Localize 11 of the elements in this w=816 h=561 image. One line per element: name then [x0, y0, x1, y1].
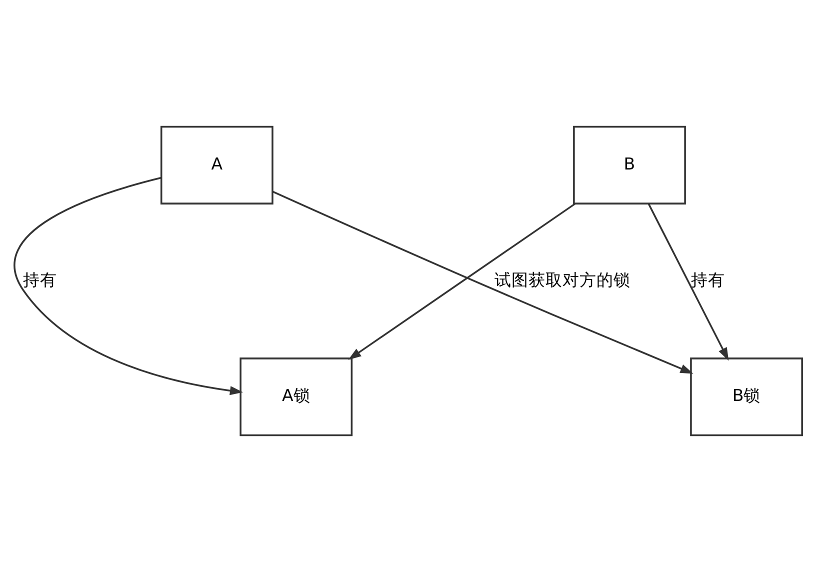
arrow [648, 202, 729, 360]
node-box: B锁 [690, 357, 803, 436]
edge-label: 持有 [23, 270, 58, 289]
edge-label: 试图获取对方的锁 [494, 270, 631, 289]
node-box: A锁 [240, 357, 353, 436]
node-box: B [573, 125, 686, 204]
node-box: A [160, 125, 274, 204]
arrow [272, 190, 694, 374]
edge-label: 持有 [691, 270, 726, 289]
arrow [14, 176, 243, 395]
arrow [348, 202, 576, 360]
